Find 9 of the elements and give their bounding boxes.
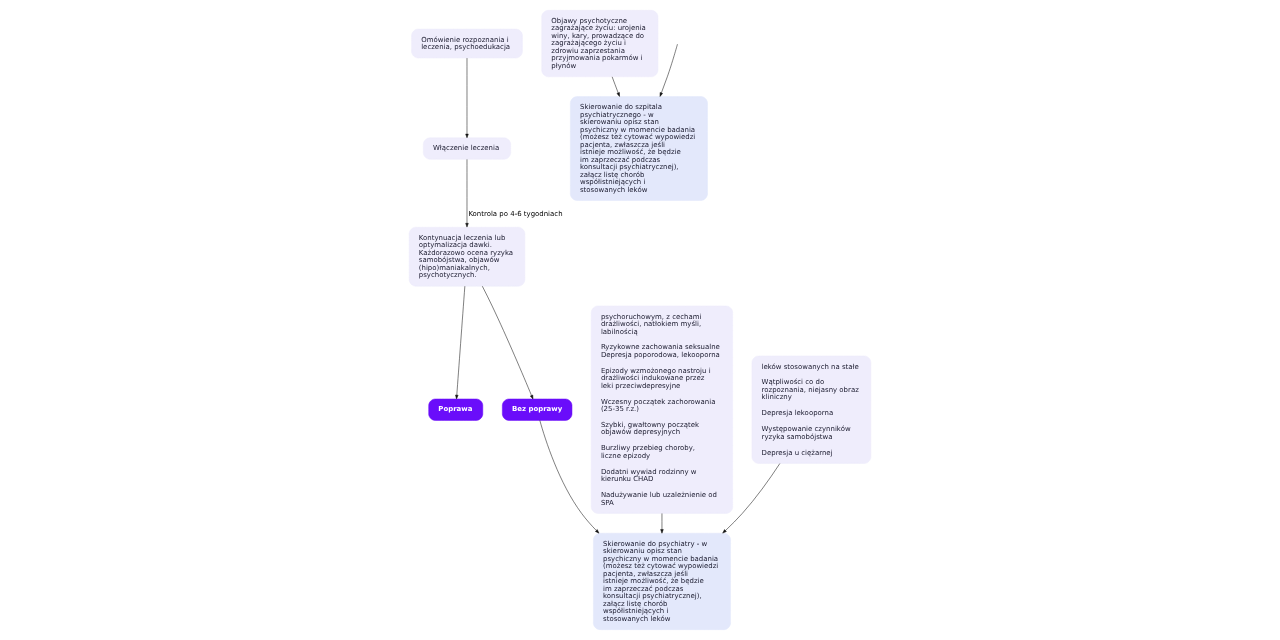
arrow <box>611 76 620 97</box>
arrow <box>482 285 534 400</box>
arrow <box>455 285 466 400</box>
arrow <box>465 159 469 228</box>
arrow <box>539 420 600 534</box>
arrow <box>660 513 664 534</box>
arrow <box>659 43 678 97</box>
arrow <box>465 57 469 139</box>
arrow <box>722 463 781 534</box>
